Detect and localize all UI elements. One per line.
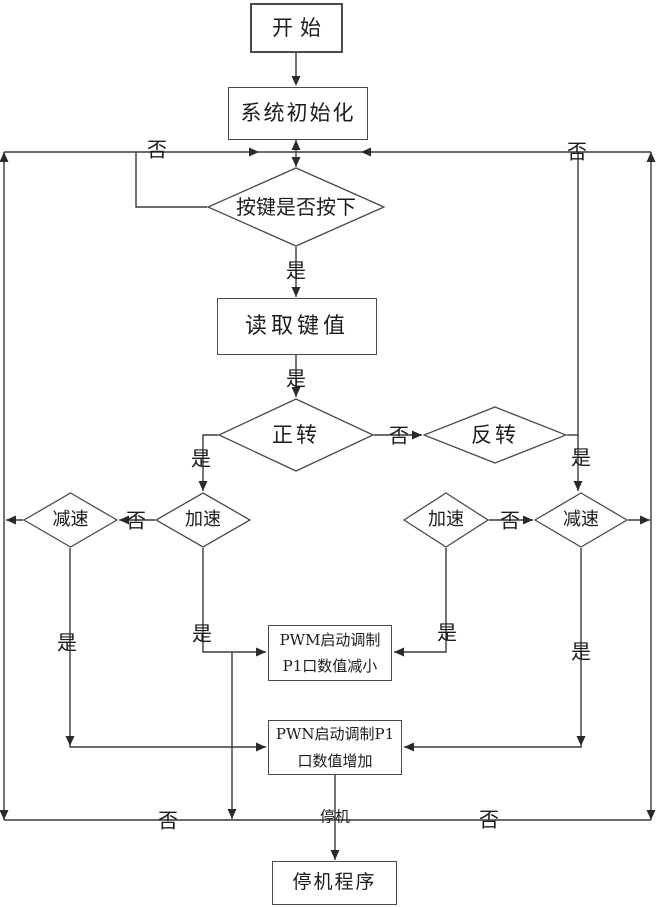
edge-label-no: 否 [479, 807, 499, 832]
arrowhead [523, 515, 533, 525]
node-label: 按键是否按下 [236, 194, 356, 219]
node-label: 反转 [471, 422, 519, 447]
diamond-shape [207, 167, 385, 247]
decision-left-accel: 加速 [155, 492, 251, 548]
arrowhead [646, 152, 656, 162]
decision-forward: 正转 [218, 398, 374, 472]
decision-key-pressed: 按键是否按下 [207, 167, 385, 247]
arrowhead [0, 810, 9, 820]
arrowhead [291, 76, 301, 86]
node-label: 系统初始化 [240, 101, 356, 126]
arrowhead [256, 647, 266, 657]
arrowhead [227, 809, 237, 819]
node-label: 正转 [272, 422, 320, 447]
edge-label-yes: 是 [191, 446, 211, 471]
edge-label-stop: 停机 [319, 807, 351, 826]
edge-label-no: 否 [158, 808, 178, 833]
edge-label-yes: 是 [192, 621, 212, 646]
arrowhead [640, 515, 650, 525]
edge [202, 548, 266, 653]
arrowhead [0, 152, 9, 162]
arrowhead [65, 736, 75, 746]
diamond-shape [534, 492, 628, 548]
arrowhead [330, 850, 340, 860]
edge-label-no: 否 [389, 423, 409, 448]
edge-label-yes: 是 [286, 366, 306, 391]
arrowhead [119, 515, 129, 525]
node-label: 加速 [185, 508, 221, 530]
node-label-line2: P1口数值减小 [282, 657, 378, 675]
arrowhead [291, 157, 301, 167]
arrowhead [394, 647, 404, 657]
arrowheads [0, 76, 656, 860]
node-label: 读取键值 [244, 313, 349, 339]
node-label-line1: PWN启动调制P1 [275, 725, 395, 744]
edge-label-yes: 是 [57, 630, 77, 655]
arrowhead [646, 810, 656, 820]
node-label: 加速 [428, 508, 464, 530]
node-label: 停机程序 [292, 871, 377, 894]
arrowhead [249, 147, 259, 157]
arrowhead [291, 140, 301, 150]
arrowhead [291, 387, 301, 397]
arrowhead [412, 430, 422, 440]
edge-label-yes: 是 [286, 258, 306, 283]
edges [3, 53, 652, 860]
arrowhead [198, 481, 208, 491]
diamond-shape [403, 492, 489, 548]
arrowhead [576, 736, 586, 746]
decision-right-decel: 减速 [534, 492, 628, 548]
node-stop-program: 停机程序 [272, 861, 397, 905]
edge [394, 548, 447, 653]
node-label: 减速 [563, 508, 599, 530]
arrowhead [256, 742, 266, 752]
decision-reverse: 反转 [423, 406, 567, 464]
arrowhead [404, 742, 414, 752]
node-pwm-increase: PWN启动调制P1 口数值增加 [268, 720, 402, 775]
node-read-key: 读取键值 [217, 298, 377, 355]
node-start: 开始 [250, 3, 343, 53]
node-pwm-decrease: PWM启动调制 P1口数值减小 [268, 625, 392, 681]
node-label: PWN启动调制P1 口数值增加 [276, 721, 394, 774]
arrowhead [291, 287, 301, 297]
diamond-shape [423, 406, 567, 464]
edge-label-yes: 是 [437, 620, 457, 645]
edge [404, 548, 582, 748]
node-label: 开始 [272, 15, 328, 40]
arrowhead [361, 147, 371, 157]
decision-left-decel: 减速 [23, 492, 118, 548]
node-system-init: 系统初始化 [228, 87, 368, 140]
edge-label-no: 否 [126, 508, 146, 533]
edge-label-yes: 是 [571, 445, 591, 470]
edge [135, 152, 207, 208]
node-label: 减速 [52, 508, 89, 530]
node-label-line2: 口数值增加 [297, 751, 373, 770]
node-label-line1: PWM启动调制 [279, 630, 381, 649]
node-label: PWM启动调制 P1口数值减小 [280, 627, 381, 680]
edge-label-no: 否 [147, 137, 167, 162]
arrowhead [6, 515, 16, 525]
decision-right-accel: 加速 [403, 492, 489, 548]
diamond-shape [23, 492, 118, 548]
edge-label-yes: 是 [571, 639, 591, 664]
diamond-shape [155, 492, 251, 548]
edge [202, 434, 218, 491]
diamond-shape [218, 398, 374, 472]
arrowhead [573, 481, 583, 491]
edge-label-no: 否 [500, 508, 520, 533]
edge [69, 548, 266, 748]
edge-label-no: 否 [567, 139, 587, 164]
